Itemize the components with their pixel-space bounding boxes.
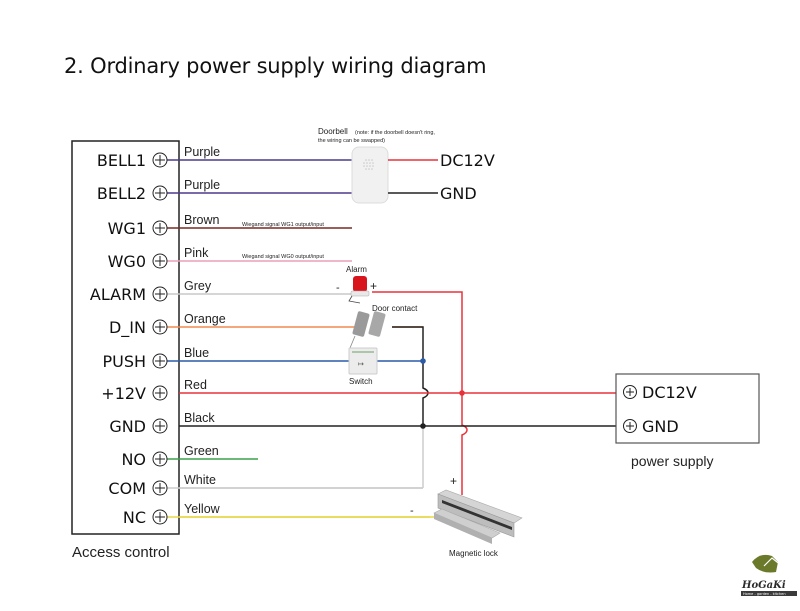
wire-color-label: Blue	[184, 346, 209, 360]
doorbell: Doorbell (note: if the doorbell doesn't …	[318, 127, 495, 204]
access-control-label: Access control	[72, 544, 170, 561]
switch-label: Switch	[349, 377, 373, 386]
psu-gnd-label: GND	[642, 417, 679, 436]
wire-color-label: Red	[184, 378, 207, 392]
terminal-row-no: NO Green	[121, 444, 258, 469]
maglock-label: Magnetic lock	[449, 549, 499, 558]
terminal-row-wg0: WG0 Pink	[108, 246, 352, 271]
wire-color-label: Orange	[184, 312, 226, 326]
wire-color-label: Yellow	[184, 502, 221, 516]
access-control-box	[71, 140, 180, 535]
terminal-name: COM	[108, 479, 146, 498]
door-contact-label: Door contact	[372, 304, 418, 313]
magnetic-lock: + - Magnetic lock	[410, 474, 523, 558]
terminal-name: NO	[121, 450, 146, 469]
wire-color-label: Brown	[184, 213, 219, 227]
wire-color-label: Purple	[184, 145, 220, 159]
doorbell-speaker-icon	[363, 159, 374, 170]
doorbell-icon	[351, 146, 389, 204]
logo-tagline: Home - garden - kitchen	[743, 592, 786, 596]
power-supply-box	[615, 373, 760, 444]
terminal-name: GND	[109, 417, 146, 436]
psu-dc12v-label: DC12V	[642, 383, 697, 402]
terminal-row-nc: NC Yellow	[123, 502, 438, 527]
terminal-row-push: PUSH Blue	[102, 346, 349, 371]
terminal-name: +12V	[101, 384, 146, 403]
terminal-row-din: D_IN Orange	[109, 312, 355, 338]
terminal-name: PUSH	[102, 352, 146, 371]
hogaki-logo: HoGaKi Home - garden - kitchen	[741, 554, 797, 596]
door-contact-icon	[352, 311, 370, 337]
wire-color-label: Grey	[184, 279, 212, 293]
wire-color-label: Black	[184, 411, 215, 425]
alarm: Alarm - +	[336, 265, 377, 304]
wg1-note: Wiegand signal WG1 output/input	[242, 222, 324, 228]
terminal-row-bell1: BELL1 Purple	[97, 145, 352, 170]
terminal-row-wg1: WG1 Brown	[108, 213, 352, 238]
maglock-plus: +	[450, 474, 457, 488]
wire-color-label: Green	[184, 444, 219, 458]
terminal-name: BELL1	[97, 151, 146, 170]
alarm-label: Alarm	[346, 265, 367, 274]
alarm-minus: -	[336, 282, 340, 294]
power-supply-label: power supply	[631, 453, 714, 469]
power-supply: DC12V GND power supply	[179, 373, 760, 469]
terminal-row-12v: +12V Red	[101, 378, 207, 403]
terminal-name: WG0	[108, 252, 146, 271]
switch-icon	[348, 347, 378, 375]
exit-switch: ↦ Switch	[348, 347, 378, 386]
doorbell-label: Doorbell	[318, 127, 348, 136]
door-contact: Door contact	[349, 304, 418, 349]
leaf-house-icon	[752, 554, 778, 573]
terminal-row-gnd: GND Black	[109, 411, 215, 436]
junction-dot	[420, 358, 426, 364]
terminal-row-com: COM White	[108, 473, 423, 498]
terminal-row-alarm: ALARM Grey	[90, 279, 352, 304]
terminal-name: NC	[123, 508, 146, 527]
maglock-minus: -	[410, 505, 414, 517]
wire-color-label: White	[184, 473, 216, 487]
alarm-plus: +	[370, 279, 377, 293]
alarm-light-icon	[353, 276, 367, 292]
doorbell-dc12v-label: DC12V	[440, 151, 495, 170]
terminal-row-bell2: BELL2 Purple	[97, 178, 352, 203]
svg-text:↦: ↦	[358, 360, 364, 368]
terminal-name: WG1	[108, 219, 146, 238]
doorbell-note-2: the wiring can be swapped)	[318, 138, 385, 144]
wire-color-label: Pink	[184, 246, 209, 260]
wg0-note: Wiegand signal WG0 output/input	[242, 254, 324, 260]
logo-brand: HoGaKi	[741, 580, 786, 591]
terminal-name: ALARM	[90, 285, 146, 304]
wire-color-label: Purple	[184, 178, 220, 192]
doorbell-gnd-label: GND	[440, 184, 477, 203]
terminal-name: BELL2	[97, 184, 146, 203]
terminal-name: D_IN	[109, 318, 146, 338]
page-title: 2. Ordinary power supply wiring diagram	[64, 54, 487, 78]
doorbell-note-1: (note: if the doorbell doesn't ring,	[355, 130, 435, 136]
